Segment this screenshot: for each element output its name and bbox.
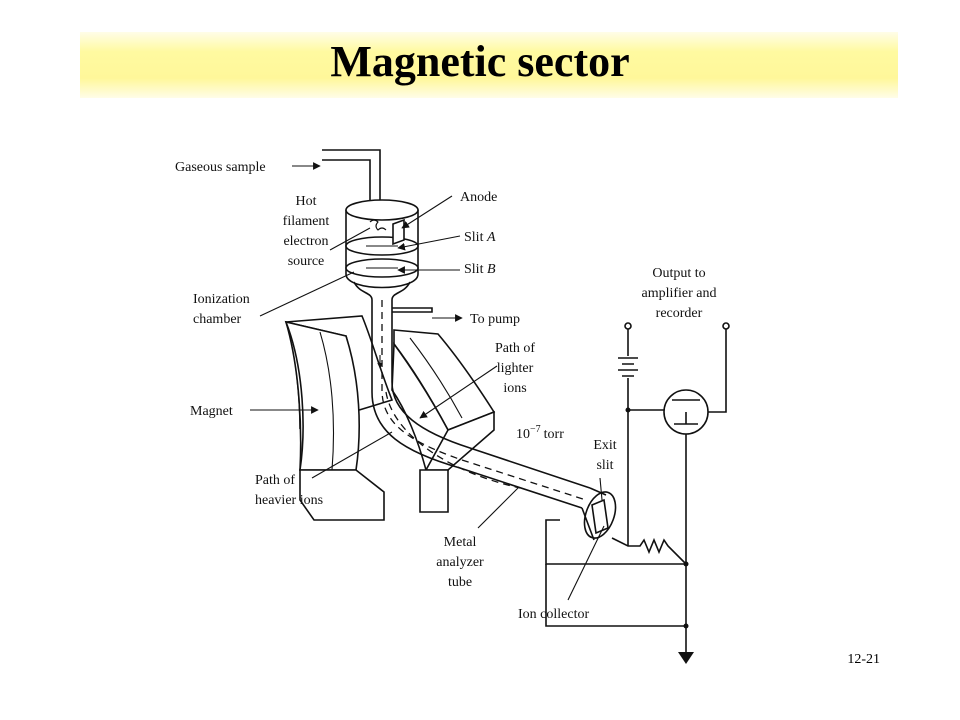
label-exit-2: slit xyxy=(596,458,613,473)
label-gaseous-sample: Gaseous sample xyxy=(175,160,266,175)
slide-number: 12-21 xyxy=(847,652,880,667)
label-output-3: recorder xyxy=(656,306,703,321)
magnet xyxy=(284,315,496,521)
label-lighter-3: ions xyxy=(503,381,526,396)
diagram-labels: Gaseous sample Hot filament electron sou… xyxy=(175,160,717,622)
leader-lines xyxy=(250,162,605,601)
label-metal-3: tube xyxy=(448,575,472,590)
analyzer-tube xyxy=(371,300,617,541)
ion-paths xyxy=(377,300,587,501)
label-lighter-1: Path of xyxy=(495,341,535,356)
label-hot-filament-3: electron xyxy=(283,234,328,249)
label-hot-filament-4: source xyxy=(288,254,325,269)
label-magnet: Magnet xyxy=(190,404,233,419)
label-ionization-1: Ionization xyxy=(193,292,250,307)
label-hot-filament-2: filament xyxy=(283,214,330,229)
ionization-chamber xyxy=(322,149,433,313)
label-hot-filament-1: Hot xyxy=(296,194,317,209)
title-band xyxy=(80,32,898,98)
label-output-1: Output to xyxy=(652,266,705,281)
label-heavier-1: Path of xyxy=(255,473,295,488)
label-lighter-2: lighter xyxy=(497,361,534,376)
label-slit-b: Slit B xyxy=(464,262,496,277)
slide-title: Magnetic sector xyxy=(330,37,630,86)
label-metal-1: Metal xyxy=(444,535,477,550)
label-output-2: amplifier and xyxy=(641,286,716,301)
label-exit-1: Exit xyxy=(593,438,616,453)
label-to-pump: To pump xyxy=(470,312,520,327)
label-ionization-2: chamber xyxy=(193,312,242,327)
detector-circuit xyxy=(545,322,730,664)
label-slit-a: Slit A xyxy=(464,230,496,245)
label-anode: Anode xyxy=(460,190,497,205)
label-ion-collector: Ion collector xyxy=(518,607,589,622)
label-metal-2: analyzer xyxy=(436,555,484,570)
label-heavier-2: heavier ions xyxy=(255,493,323,508)
